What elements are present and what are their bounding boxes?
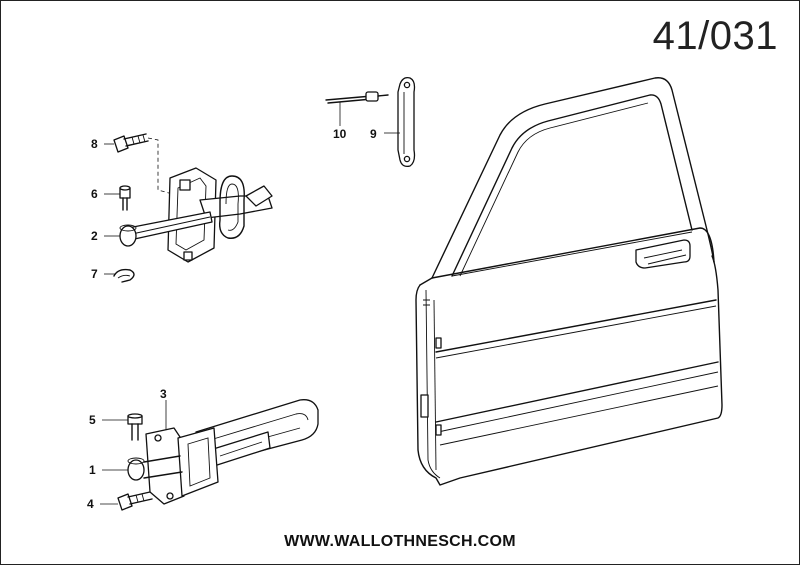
callout-5: 5 [89, 413, 96, 427]
callout-9: 9 [370, 127, 377, 141]
callout-4: 4 [87, 497, 94, 511]
leader-lines [100, 102, 400, 505]
callout-7: 7 [91, 267, 98, 281]
callout-2: 2 [91, 229, 98, 243]
part-9-bracket [397, 76, 416, 168]
callout-10: 10 [333, 127, 347, 141]
callout-8: 8 [91, 137, 98, 151]
callout-1: 1 [89, 463, 96, 477]
part-10-pin [325, 91, 389, 104]
callout-3: 3 [160, 387, 167, 401]
upper-door-check-assembly [113, 133, 273, 283]
lower-hinge-assembly [117, 399, 319, 511]
callout-6: 6 [91, 187, 98, 201]
footer-url[interactable]: WWW.WALLOTHNESCH.COM [284, 533, 516, 550]
door-panel [415, 77, 723, 486]
diagram-code: 41/031 [652, 14, 778, 58]
